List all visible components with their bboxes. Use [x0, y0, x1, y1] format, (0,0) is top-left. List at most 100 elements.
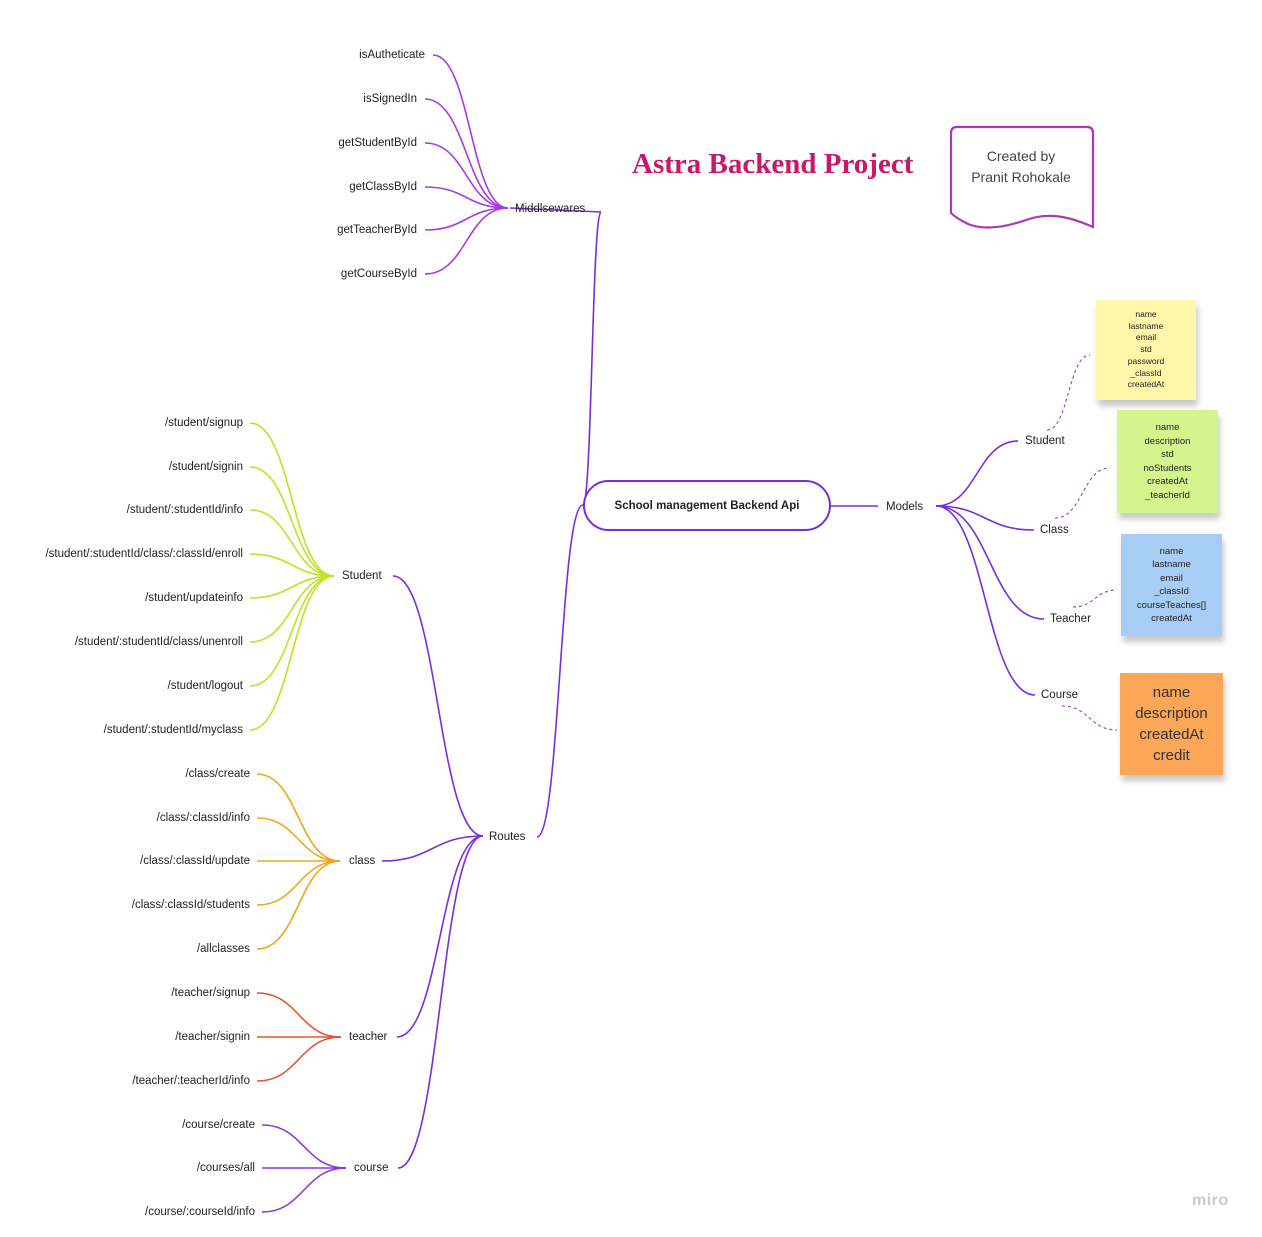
- note-field: name: [1135, 308, 1157, 319]
- models-to-teacher-edge: [935, 505, 1045, 620]
- route-leaf[interactable]: /student/signup: [164, 417, 243, 429]
- board-title[interactable]: Astra Backend Project: [632, 148, 914, 180]
- note-field: email: [1160, 572, 1183, 584]
- note-field: lastname: [1152, 559, 1191, 570]
- credit-card[interactable]: Created by Pranit Rohokale: [948, 124, 1096, 232]
- student-route-edge: [249, 553, 335, 577]
- note-field: name: [1159, 545, 1184, 557]
- note-field: email: [1135, 332, 1157, 343]
- note-field: description: [1135, 705, 1208, 722]
- route-leaf[interactable]: /student/logout: [167, 680, 243, 692]
- note-field: credit: [1153, 747, 1190, 764]
- model-course[interactable]: Course: [1041, 689, 1079, 701]
- middleware-leaf[interactable]: getCourseById: [340, 268, 417, 280]
- route-leaf[interactable]: /courses/all: [196, 1162, 255, 1174]
- note-field: lastname: [1128, 320, 1164, 331]
- middleware-leaf[interactable]: isAutheticate: [359, 49, 425, 61]
- route-leaf[interactable]: /student/:studentId/myclass: [103, 724, 243, 736]
- note-field: _teacherId: [1145, 489, 1190, 501]
- models-to-student-edge: [935, 440, 1019, 507]
- route-group-class[interactable]: class: [349, 855, 376, 867]
- routes-to-teacher-edge: [396, 835, 484, 1038]
- route-leaf[interactable]: /course/create: [182, 1119, 255, 1131]
- models-to-class-edge: [935, 505, 1035, 531]
- student-note-connector: [1046, 354, 1091, 431]
- route-leaf[interactable]: /course/:courseId/info: [145, 1206, 255, 1218]
- routes-to-course-edge: [397, 835, 484, 1169]
- route-leaf[interactable]: /student/:studentId/class/:classId/enrol…: [45, 548, 243, 560]
- note-field: createdAt: [1151, 613, 1192, 624]
- teacher-fields-note[interactable]: name lastname email _classId courseTeach…: [1121, 534, 1222, 636]
- routes-node[interactable]: Routes: [489, 831, 526, 843]
- student-route-edge: [249, 509, 335, 577]
- course-note-connector: [1061, 705, 1118, 731]
- route-leaf[interactable]: /teacher/signup: [171, 987, 250, 999]
- note-field: noStudents: [1143, 462, 1192, 474]
- route-leaf[interactable]: /class/:classId/update: [140, 855, 250, 867]
- middleware-leaf[interactable]: getTeacherById: [337, 224, 417, 236]
- student-route-edge: [249, 575, 335, 643]
- middlewares-underline: [509, 207, 602, 213]
- middleware-edge: [432, 54, 509, 209]
- note-field: description: [1144, 435, 1191, 447]
- student-route-edge: [249, 575, 335, 731]
- student-fields-note[interactable]: name lastname email std password _classI…: [1096, 300, 1196, 400]
- course-fields-note[interactable]: name description createdAt credit: [1120, 673, 1223, 775]
- route-leaf[interactable]: /student/:studentId/info: [126, 504, 243, 516]
- note-field: createdAt: [1147, 476, 1188, 487]
- route-leaf[interactable]: /student/signin: [168, 461, 243, 473]
- route-leaf[interactable]: /class/:classId/students: [131, 899, 250, 911]
- route-leaf[interactable]: /student/updateinfo: [145, 592, 243, 604]
- routes-to-student-edge: [392, 575, 484, 837]
- note-field: _classId: [1130, 367, 1162, 378]
- course-route-edge: [261, 1167, 347, 1213]
- route-leaf[interactable]: /class/:classId/info: [156, 812, 250, 824]
- class-note-connector: [1054, 467, 1111, 519]
- note-field: password: [1127, 355, 1165, 366]
- credit-text: Created by Pranit Rohokale: [948, 146, 1094, 188]
- route-leaf[interactable]: /student/:studentId/class/unenroll: [74, 636, 243, 648]
- class-route-edge: [256, 817, 341, 862]
- root-node[interactable]: School management Backend Api: [583, 480, 831, 531]
- model-student[interactable]: Student: [1025, 435, 1065, 447]
- note-field: std: [1140, 344, 1152, 355]
- student-route-edge: [249, 466, 335, 577]
- credit-card-shape: [949, 125, 1095, 229]
- model-teacher[interactable]: Teacher: [1050, 613, 1091, 625]
- route-leaf[interactable]: /teacher/signin: [175, 1031, 250, 1043]
- middleware-edge: [424, 186, 509, 209]
- route-group-course[interactable]: course: [354, 1162, 389, 1174]
- middleware-leaf[interactable]: getClassById: [349, 181, 417, 193]
- middleware-leaf[interactable]: getStudentById: [338, 137, 417, 149]
- class-route-edge: [256, 860, 341, 906]
- model-class[interactable]: Class: [1040, 524, 1069, 536]
- models-to-course-edge: [935, 505, 1036, 696]
- teacher-route-edge: [256, 1036, 342, 1082]
- note-field: courseTeaches[]: [1136, 599, 1207, 611]
- class-route-edge: [256, 773, 341, 862]
- note-field: name: [1152, 684, 1191, 701]
- middleware-edge: [424, 207, 509, 275]
- route-leaf[interactable]: /teacher/:teacherId/info: [132, 1075, 250, 1087]
- teacher-note-connector: [1072, 589, 1118, 608]
- student-route-edge: [249, 575, 335, 599]
- course-route-edge: [261, 1124, 347, 1169]
- note-field: createdAt: [1139, 726, 1204, 743]
- credit-line-2: Pranit Rohokale: [971, 169, 1071, 185]
- route-group-teacher[interactable]: teacher: [349, 1031, 388, 1043]
- route-group-student[interactable]: Student: [342, 570, 382, 582]
- route-leaf[interactable]: /allclasses: [196, 943, 250, 955]
- routes-to-class-edge: [381, 835, 484, 862]
- class-fields-note[interactable]: name description std noStudents createdA…: [1117, 410, 1218, 513]
- middleware-leaf[interactable]: isSignedIn: [363, 93, 417, 105]
- note-field: std: [1161, 449, 1174, 460]
- middlewares-node[interactable]: Middlsewares: [515, 203, 586, 215]
- student-route-edge: [249, 422, 335, 577]
- route-leaf[interactable]: /class/create: [185, 768, 250, 780]
- note-field: name: [1155, 422, 1180, 433]
- root-to-middlewares-edge: [582, 211, 602, 506]
- models-node[interactable]: Models: [886, 501, 924, 513]
- note-field: _classId: [1154, 586, 1189, 597]
